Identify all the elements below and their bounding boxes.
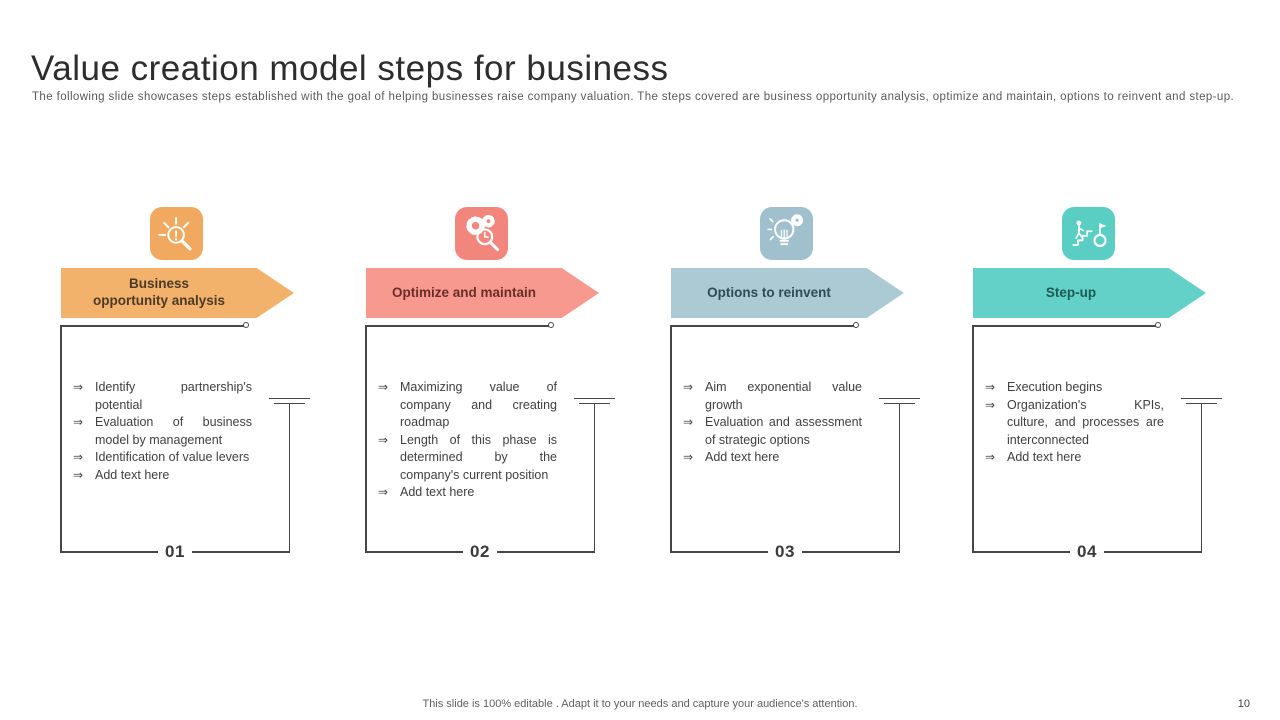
step-number: 03 xyxy=(768,542,802,562)
step-column-3: Options to reinvent ⇒ Aim exponential val… xyxy=(670,0,920,600)
list-item: ⇒ Evaluation of business model by managem… xyxy=(73,414,252,449)
step-banner: Business opportunity analysis xyxy=(61,268,294,318)
connector-dot xyxy=(548,321,554,328)
step-column-1: Business opportunity analysis ⇒ Identify … xyxy=(60,0,310,600)
step-number: 01 xyxy=(158,542,192,562)
list-item: ⇒ Add text here xyxy=(985,449,1164,467)
arrow-bullet-icon: ⇒ xyxy=(378,380,389,394)
list-item: ⇒ Add text here xyxy=(378,484,557,502)
tbar-decoration xyxy=(574,397,615,400)
arrow-bullet-icon: ⇒ xyxy=(985,380,996,394)
stairs-flag-icon xyxy=(1062,207,1115,260)
bullet-text: Identification of value levers xyxy=(95,450,250,464)
bullet-text: Evaluation of business model by manageme… xyxy=(95,415,252,447)
bullet-text: Maximizing value of company and creating… xyxy=(400,380,557,429)
step-banner: Optimize and maintain xyxy=(366,268,599,318)
list-item: ⇒ Add text here xyxy=(683,449,862,467)
arrow-bullet-icon: ⇒ xyxy=(683,380,694,394)
bullet-text: Add text here xyxy=(1007,450,1082,464)
connector-line xyxy=(365,325,549,327)
bullet-text: Aim exponential value growth xyxy=(705,380,862,412)
connector-line xyxy=(670,325,854,327)
list-item: ⇒ Evaluation and assessment of strategic … xyxy=(683,414,862,449)
tbar-decoration xyxy=(269,397,310,400)
slide-subtitle: The following slide showcases steps esta… xyxy=(32,90,1235,103)
tbar-decoration xyxy=(884,402,915,405)
arrow-bullet-icon: ⇒ xyxy=(73,380,84,394)
box-border xyxy=(972,325,974,552)
bullet-text: Identify partnership's potential xyxy=(95,380,252,412)
gears-magnifier-icon xyxy=(455,207,508,260)
bullet-text: Evaluation and assessment of strategic o… xyxy=(705,415,862,447)
step-column-4: Step-up ⇒ Execution begins ⇒ Organization'… xyxy=(972,0,1222,600)
arrow-bullet-icon: ⇒ xyxy=(683,450,694,464)
list-item: ⇒ Execution begins xyxy=(985,379,1164,397)
list-item: ⇒ Identify partnership's potential xyxy=(73,379,252,414)
bullet-text: Execution begins xyxy=(1007,380,1103,394)
arrow-bullet-icon: ⇒ xyxy=(683,415,694,429)
connector-dot xyxy=(243,321,249,328)
box-border xyxy=(1200,404,1202,552)
list-item: ⇒ Add text here xyxy=(73,467,252,485)
footer-note: This slide is 100% editable . Adapt it t… xyxy=(422,698,858,710)
tbar-decoration xyxy=(879,397,920,400)
list-item: ⇒ Aim exponential value growth xyxy=(683,379,862,414)
tbar-decoration xyxy=(1181,397,1222,400)
arrow-bullet-icon: ⇒ xyxy=(378,432,389,447)
bullet-text: Length of this phase is determined by th… xyxy=(400,432,557,482)
page-title: Value creation model steps for business xyxy=(31,49,669,89)
bullet-list: ⇒ Execution begins ⇒ Organization's KPIs, … xyxy=(985,379,1164,467)
arrow-bullet-icon: ⇒ xyxy=(73,415,84,429)
lightbulb-gear-icon xyxy=(760,207,813,260)
arrow-bullet-icon: ⇒ xyxy=(985,397,996,412)
list-item: ⇒ Maximizing value of company and creatin… xyxy=(378,379,557,432)
step-number: 04 xyxy=(1070,542,1104,562)
arrow-bullet-icon: ⇒ xyxy=(378,485,389,499)
box-border xyxy=(670,325,672,552)
box-border xyxy=(60,325,62,552)
tbar-decoration xyxy=(579,402,610,405)
connector-line xyxy=(972,325,1156,327)
list-item: ⇒ Organization's KPIs, culture, and proce… xyxy=(985,397,1164,450)
arrow-bullet-icon: ⇒ xyxy=(73,450,84,464)
tbar-decoration xyxy=(1186,402,1217,405)
bullet-list: ⇒ Maximizing value of company and creatin… xyxy=(378,379,557,502)
box-border xyxy=(288,404,290,552)
bullet-text: Organization's KPIs, culture, and proces… xyxy=(1007,397,1164,447)
step-column-2: Optimize and maintain ⇒ Maximizing value … xyxy=(365,0,615,600)
bullet-text: Add text here xyxy=(400,485,475,499)
magnifier-rays-icon xyxy=(150,207,203,260)
bullet-text: Add text here xyxy=(705,450,780,464)
step-number: 02 xyxy=(463,542,497,562)
box-border xyxy=(365,325,367,552)
list-item: ⇒ Length of this phase is determined by t… xyxy=(378,432,557,485)
bullet-text: Add text here xyxy=(95,467,170,482)
page-number: 10 xyxy=(1237,698,1250,710)
connector-dot xyxy=(853,321,859,328)
arrow-bullet-icon: ⇒ xyxy=(73,467,84,482)
connector-dot xyxy=(1155,321,1161,328)
bullet-list: ⇒ Aim exponential value growth ⇒ Evaluatio… xyxy=(683,379,862,467)
list-item: ⇒ Identification of value levers xyxy=(73,449,252,467)
box-border xyxy=(593,404,595,552)
step-banner: Options to reinvent xyxy=(671,268,904,318)
connector-line xyxy=(60,325,244,327)
arrow-bullet-icon: ⇒ xyxy=(985,450,996,464)
box-border xyxy=(898,404,900,552)
tbar-decoration xyxy=(274,402,305,405)
step-banner: Step-up xyxy=(973,268,1206,318)
bullet-list: ⇒ Identify partnership's potential ⇒ Evalu… xyxy=(73,379,252,484)
